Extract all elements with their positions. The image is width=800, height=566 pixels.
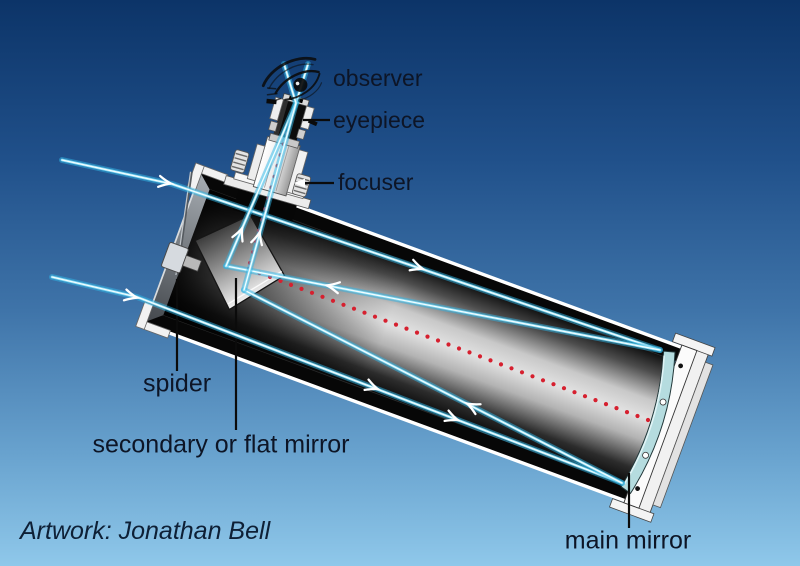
label-secondary-mirror: secondary or flat mirror [92, 430, 350, 459]
label-focuser: focuser [338, 169, 414, 195]
label-eyepiece: eyepiece [333, 107, 426, 133]
focus-knob-left [230, 149, 250, 174]
artwork-credit: Artwork: Jonathan Bell [20, 517, 271, 545]
tube-bottom-wall [144, 309, 630, 499]
main-mirror [620, 350, 684, 495]
label-main-mirror: main mirror [564, 526, 692, 555]
focuser-pointer [294, 178, 305, 188]
label-observer: observer [333, 65, 423, 91]
leader-lines [175, 118, 631, 528]
telescope-tube [135, 162, 716, 523]
label-spider: spider [142, 369, 212, 398]
light-path [49, 61, 663, 486]
ray-arrowheads [122, 174, 482, 423]
light-rays [49, 61, 663, 486]
observer-eye-icon [261, 56, 323, 103]
